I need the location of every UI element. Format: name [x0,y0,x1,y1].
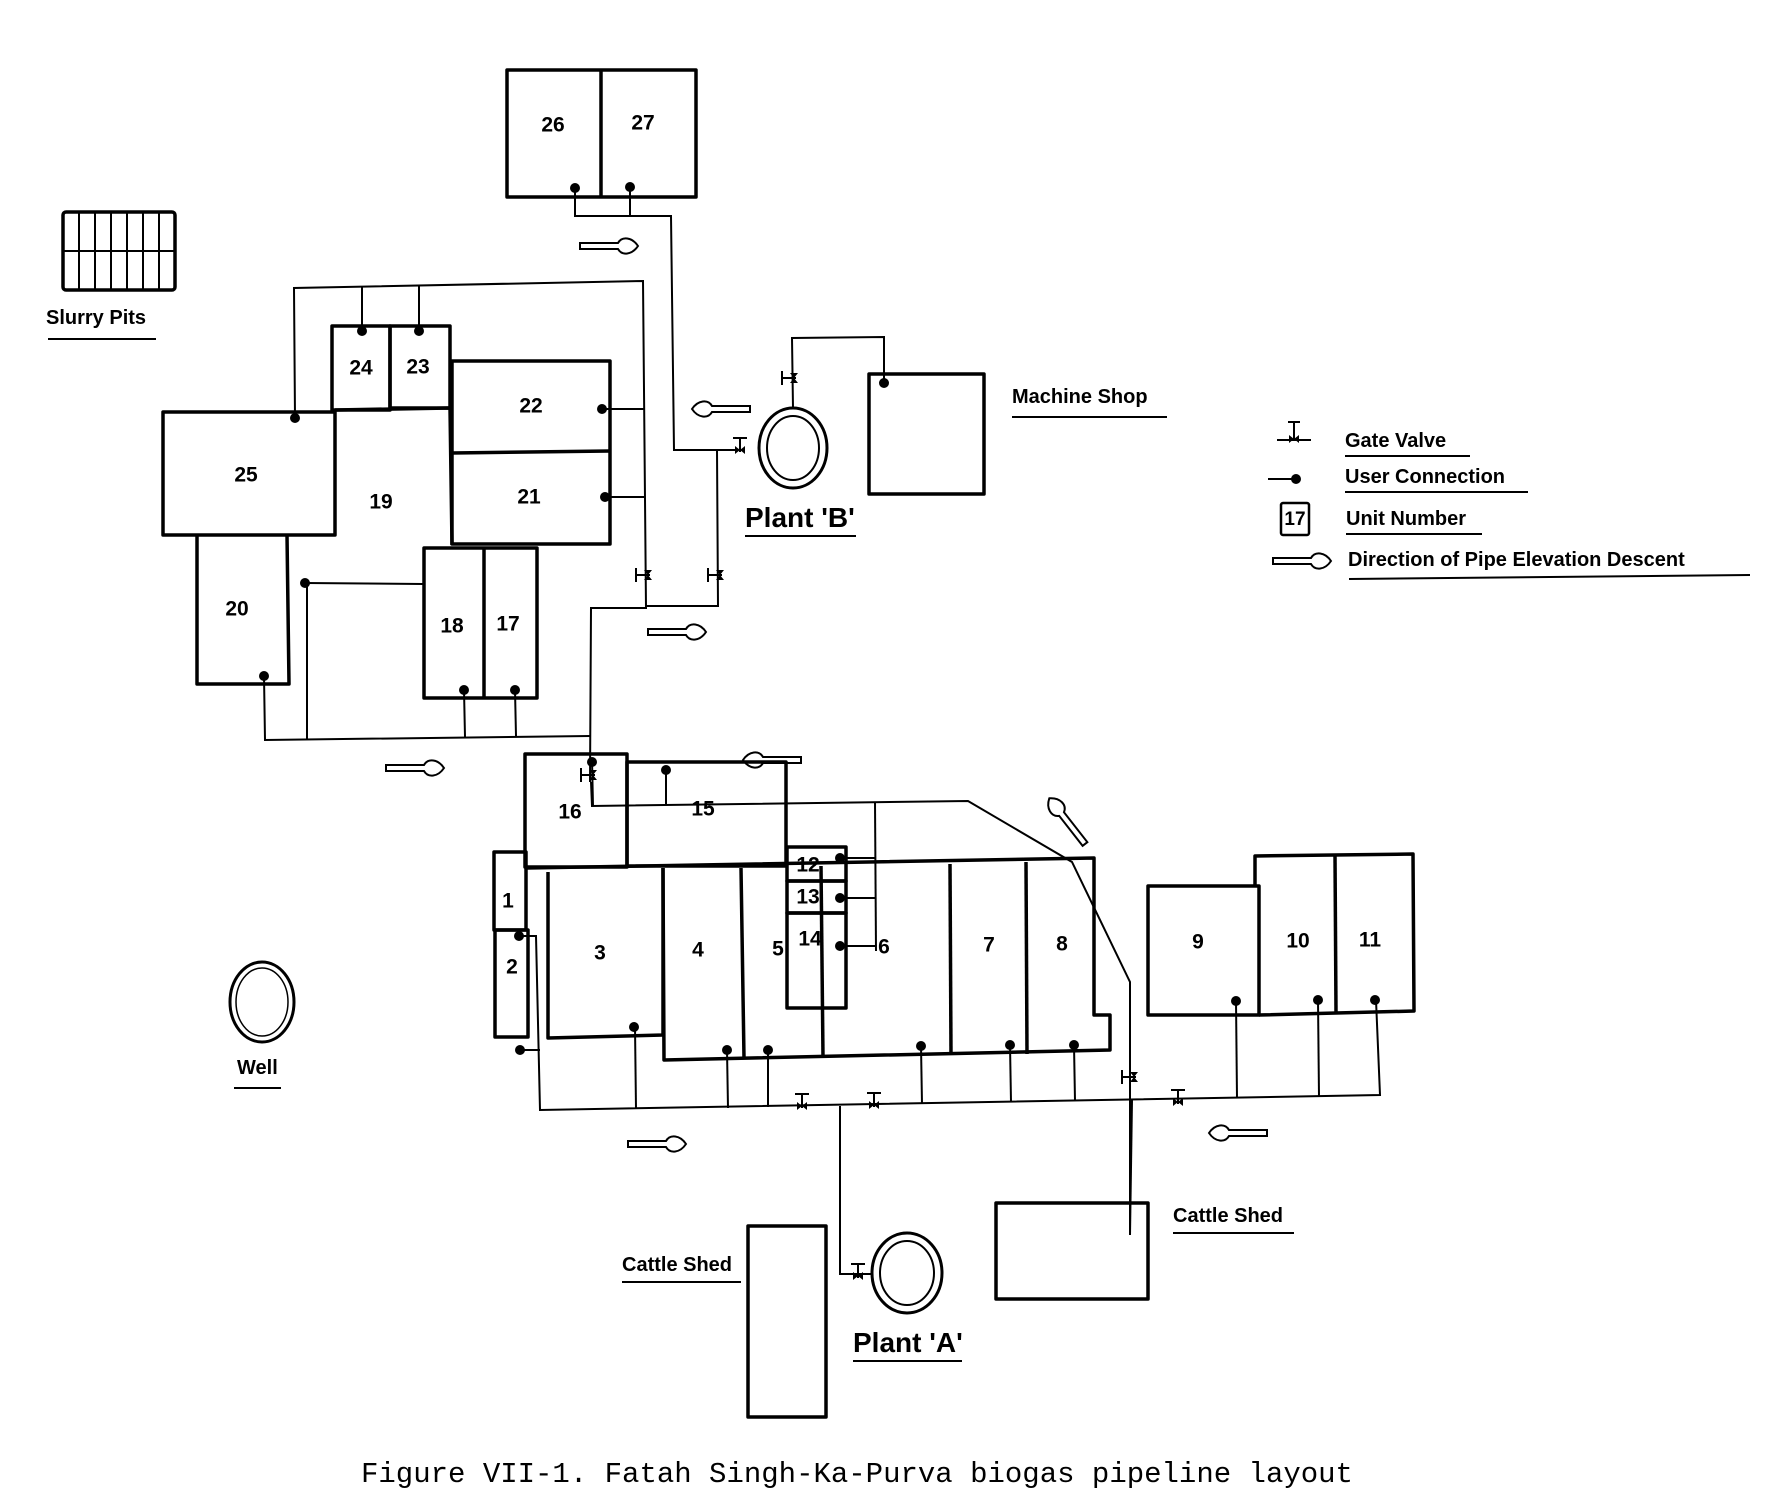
unit-23-label: 23 [406,356,429,379]
figure-caption: Figure VII-1. Fatah Singh-Ka-Purva bioga… [361,1458,1353,1491]
gate-valve-icon [635,567,653,583]
legend-label: Direction of Pipe Elevation Descent [1348,549,1685,571]
plant-b-label: Plant 'B' [745,502,855,533]
unit-number-sample: 17 [1284,509,1305,530]
unit-21-label: 21 [517,486,541,509]
unit-26-label: 26 [541,114,564,137]
gate-valve-icon [781,370,799,386]
machine-shop: Machine Shop [867,372,1167,496]
well: Well [228,960,296,1089]
plant-b: Plant 'B' [732,335,885,537]
machine-shop-label: Machine Shop [1012,386,1148,408]
cattle-shed-right-label: Cattle Shed [1173,1205,1283,1227]
legend-item-user-connection: User Connection [1268,466,1528,493]
pipe-lower-header [590,781,1131,1235]
pipe-26-27-to-plant-b [574,188,735,451]
unit-number-icon [1279,501,1311,537]
unit-20-label: 20 [225,598,248,621]
pipe-lower-main [519,935,1382,1112]
legend-label: Unit Number [1346,508,1466,530]
unit-11-label: 11 [1359,929,1382,952]
descent-arrow-icon [579,237,639,255]
plant-a: Plant 'A' [839,1106,963,1362]
unit-7-label: 7 [983,934,995,957]
unit-16-label: 16 [558,801,581,824]
gate-valve-icon [1277,421,1311,443]
unit-3-label: 3 [594,942,606,965]
unit-13-label: 13 [796,886,819,909]
unit-4-label: 4 [692,939,704,962]
legend: Gate Valve User Connection 17 Unit Numbe… [1268,421,1751,580]
unit-6-label: 6 [878,936,890,959]
slurry-pits-label: Slurry Pits [46,307,146,329]
unit-1-label: 1 [502,890,514,913]
legend-label: User Connection [1345,466,1505,488]
gate-valve-icon [850,1263,866,1281]
unit-9-label: 9 [1192,931,1204,954]
user-connection-icon [879,378,889,388]
descent-arrow-icon [1272,552,1332,570]
unit-12-label: 12 [796,854,819,877]
cattle-shed-right: Cattle Shed [994,1201,1294,1301]
upper-cluster: 25 24 23 19 22 21 20 18 17 [161,324,612,700]
lower-cluster: 16 15 12 13 14 1 2 3 4 5 6 7 8 9 10 11 [492,752,1416,1062]
unit-5-label: 5 [772,938,784,961]
gate-valve-icon [580,767,598,783]
gate-valve-icon [794,1093,810,1111]
legend-item-unit-number: 17 Unit Number [1279,501,1482,537]
descent-arrow-icon [691,400,751,418]
unit-8-label: 8 [1056,933,1068,956]
unit-24-label: 24 [349,357,373,380]
descent-arrow-icon [385,759,445,777]
unit-15-label: 15 [691,798,715,821]
unit-2-label: 2 [506,956,518,979]
slurry-pits: Slurry Pits [46,210,177,340]
unit-10-label: 10 [1286,930,1309,953]
unit-26-27-block: 26 27 [505,68,698,199]
user-connection-icon [1268,474,1301,484]
unit-27-label: 27 [631,112,654,135]
unit-19-label: 19 [369,491,392,514]
unit-22-label: 22 [519,395,542,418]
cattle-shed-left-label: Cattle Shed [622,1254,732,1276]
legend-item-descent-arrow: Direction of Pipe Elevation Descent [1272,549,1751,580]
unit-17-label: 17 [496,613,519,636]
pipe-upper-header [292,279,648,783]
gate-valve-icon [732,437,748,455]
legend-label: Gate Valve [1345,430,1446,452]
unit-25-label: 25 [234,464,258,487]
descent-arrow-icon [647,623,707,641]
descent-arrow-icon [1042,792,1092,850]
unit-14-label: 14 [798,928,822,951]
descent-arrow-icon [1208,1124,1268,1142]
descent-arrow-icon [742,751,802,769]
well-label: Well [237,1057,278,1079]
cattle-shed-left: Cattle Shed [622,1224,828,1419]
gate-valve-icon [866,1092,882,1110]
unit-18-label: 18 [440,615,464,638]
legend-item-gate-valve: Gate Valve [1277,421,1470,457]
gate-valve-icon [707,567,725,583]
plant-a-label: Plant 'A' [853,1327,963,1358]
descent-arrow-icon [627,1135,687,1153]
